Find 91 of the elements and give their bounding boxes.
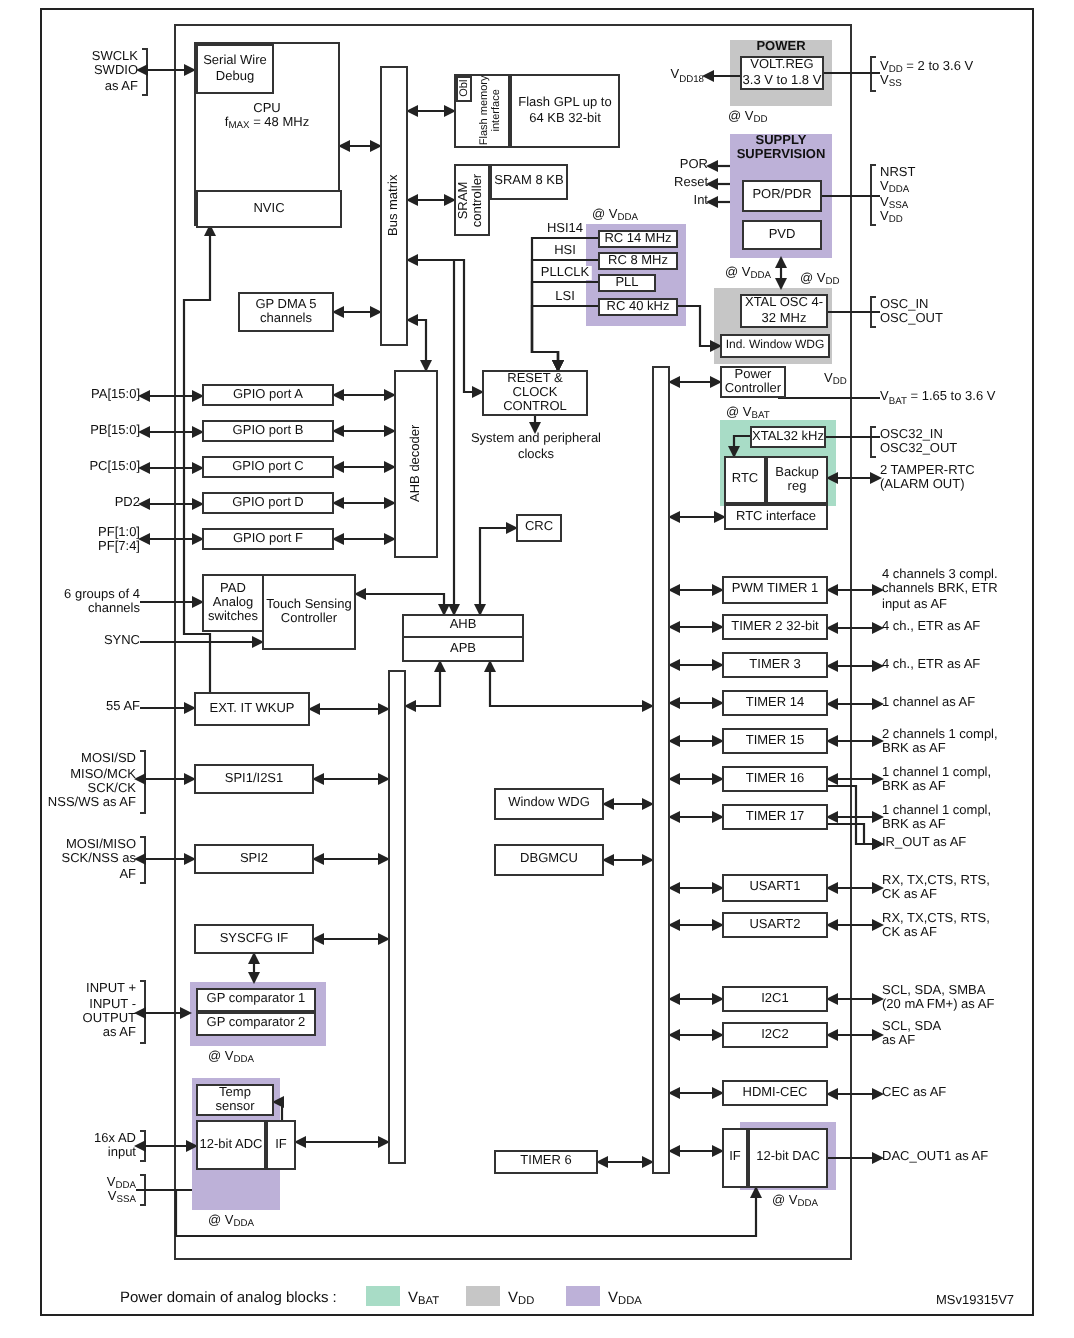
connector-arrow <box>308 703 390 715</box>
connector-arrow <box>706 160 730 172</box>
connector-arrow <box>312 853 390 865</box>
connector-arrow <box>828 822 884 850</box>
connector-arrow <box>332 306 382 318</box>
connector-arrow <box>828 1152 884 1164</box>
connector-arrow <box>826 993 884 1005</box>
connector-arrow <box>140 636 264 648</box>
connector-arrow <box>484 660 654 712</box>
connector-arrow <box>775 256 787 290</box>
connector-arrow <box>706 178 730 190</box>
connector-arrow <box>530 304 598 372</box>
connector-arrow <box>596 1156 654 1168</box>
block-box <box>454 74 510 148</box>
connector-arrow <box>826 660 884 672</box>
bus-bar <box>388 670 406 1164</box>
block-box <box>194 42 340 226</box>
connector-arrow <box>138 390 204 402</box>
power-domain-region <box>192 1078 280 1210</box>
connector-arrow <box>668 811 724 823</box>
connector-arrow <box>134 1007 192 1019</box>
connector-arrow <box>826 811 884 823</box>
connector-arrow <box>404 660 446 712</box>
connector-arrow <box>406 254 484 398</box>
connector-arrow <box>294 1136 390 1148</box>
connector-arrow <box>136 64 196 76</box>
connector-arrow <box>668 511 726 523</box>
connector-arrow <box>602 854 654 866</box>
connector-arrow <box>668 1087 724 1099</box>
connector-arrow <box>529 416 541 434</box>
connector-arrow <box>826 919 884 931</box>
connector-arrow <box>338 140 382 152</box>
connector-arrow <box>668 993 724 1005</box>
connector-arrow <box>408 258 460 616</box>
connector-arrow <box>668 584 724 596</box>
connector-arrow <box>474 522 518 616</box>
connector-arrow <box>826 698 884 710</box>
power-domain-region <box>190 982 326 1046</box>
bus-bar <box>652 366 670 1174</box>
connector-arrow <box>706 196 730 208</box>
connector-arrow <box>312 933 390 945</box>
connector-arrow <box>826 622 884 634</box>
power-domain-region <box>714 288 832 364</box>
connector-arrow <box>668 376 722 388</box>
connector-arrow <box>678 304 722 352</box>
connector-arrow <box>668 919 724 931</box>
connector-arrow <box>826 1029 884 1041</box>
power-domain-region <box>586 224 686 326</box>
connector-arrow <box>668 773 724 785</box>
connector-arrow <box>138 462 204 474</box>
connector-arrow <box>332 461 396 473</box>
connector-arrow <box>826 735 884 747</box>
connector-arrow <box>332 425 396 437</box>
connector-arrow <box>332 389 396 401</box>
connector-arrow <box>138 498 204 510</box>
connector-arrow <box>602 798 654 810</box>
connector-arrow <box>138 426 204 438</box>
connector-arrow <box>134 853 196 865</box>
connector-arrow <box>248 952 260 984</box>
connector-arrow <box>332 533 396 545</box>
connector-arrow <box>826 1088 884 1100</box>
power-domain-region <box>720 420 836 506</box>
connector-arrow <box>826 773 884 785</box>
connector-arrow <box>728 434 750 458</box>
connector-arrow <box>668 882 724 894</box>
connector-arrow <box>702 70 740 82</box>
connector-arrow <box>668 1029 724 1041</box>
connector-arrow <box>406 105 456 117</box>
connector-arrow <box>138 533 204 545</box>
connector-arrow <box>668 1145 724 1157</box>
connector-arrow <box>332 497 396 509</box>
connector-arrow <box>354 588 450 616</box>
connector-arrow <box>140 702 196 714</box>
connector-arrow <box>140 596 204 608</box>
connector-arrow <box>668 735 724 747</box>
connector-arrow <box>668 621 724 633</box>
connector-arrow <box>826 882 884 894</box>
connector-arrow <box>272 1096 284 1120</box>
connector-arrow <box>406 194 456 206</box>
power-domain-region <box>730 134 832 258</box>
connector-arrow <box>134 1140 198 1152</box>
connector-arrow <box>826 472 882 484</box>
connector-arrow <box>668 697 724 709</box>
connector-arrow <box>312 773 390 785</box>
connector-arrow <box>668 659 724 671</box>
connector-arrow <box>136 1186 762 1238</box>
connector-arrow <box>406 314 432 372</box>
connector-arrow <box>134 773 196 785</box>
connector-arrow <box>826 584 884 596</box>
connector-arrow <box>182 224 216 692</box>
power-domain-region <box>730 40 832 106</box>
